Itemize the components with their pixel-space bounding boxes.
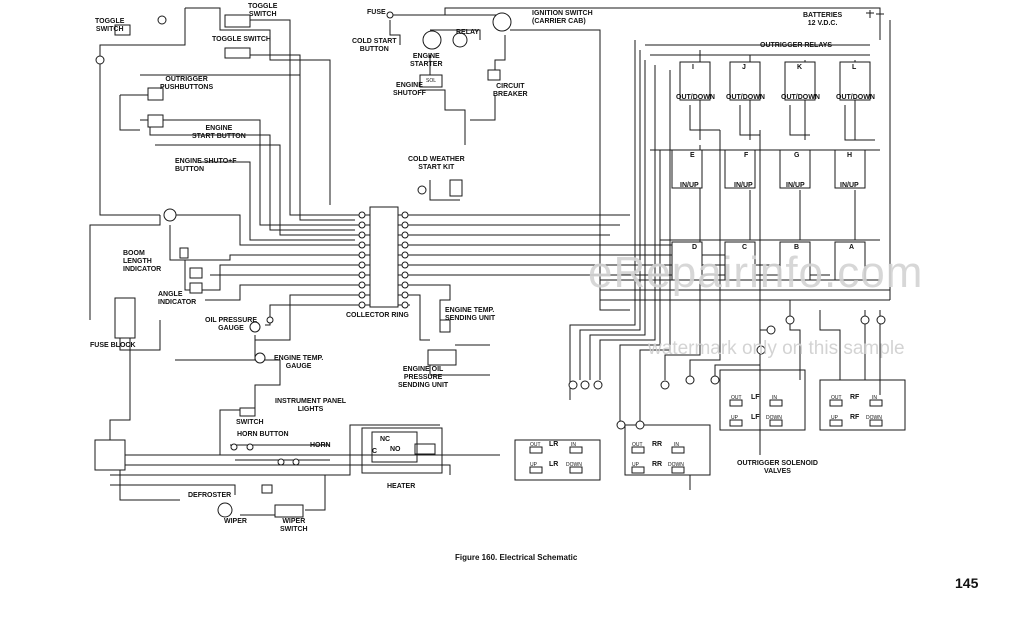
page-number: 145	[955, 575, 979, 591]
valve-lf-up: UP	[731, 415, 738, 421]
relay-h-letter: H	[847, 152, 853, 159]
valve-lf-down: DOWN	[766, 415, 782, 421]
left-panel-wiring	[89, 7, 500, 516]
relay-label: RELAY	[456, 29, 480, 36]
relay-boxes	[671, 61, 871, 281]
collector-ring-label: COLLECTOR RING	[346, 312, 409, 319]
relay-h-function: IN/UP	[840, 182, 859, 189]
sol-label: SOL	[426, 78, 437, 84]
valve-wiring	[514, 369, 906, 490]
valve-lf-out: OUT	[731, 395, 742, 401]
relay-f-function: IN/UP	[734, 182, 753, 189]
valve-lr-down: DOWN	[566, 462, 582, 468]
horn-button-label: HORN BUTTON	[237, 431, 289, 438]
valve-lr-name-1: LR	[549, 441, 559, 448]
fuse-label: FUSE	[367, 9, 386, 16]
valve-rr-up: UP	[632, 462, 639, 468]
oil-pressure-gauge-label: OIL PRESSURE GAUGE	[205, 317, 257, 332]
relay-k-letter: K	[797, 64, 803, 71]
toggle-switch-label-1: TOGGLE SWITCH	[95, 18, 125, 33]
defroster-label: DEFROSTER	[188, 492, 232, 499]
relay-c-letter: C	[742, 244, 748, 251]
outrigger-relays-label: OUTRIGGER RELAYS	[760, 42, 833, 49]
valve-lf-name-1: LF	[751, 394, 760, 401]
relay-l-letter: L	[852, 64, 857, 71]
heater-c-label: C	[372, 448, 378, 455]
valve-lf-in: IN	[772, 395, 777, 401]
relay-b-letter: B	[794, 244, 800, 251]
valve-lf-name-2: LF	[751, 414, 760, 421]
relay-f-letter: F	[744, 152, 749, 159]
valve-rf-up: UP	[831, 415, 838, 421]
relay-g-letter: G	[794, 152, 800, 159]
engine-shutoff-button-label: ENGINE SHUTO+F BUTTON	[175, 158, 237, 173]
heater-box	[361, 427, 443, 474]
valve-lr-in: IN	[571, 442, 576, 448]
relay-e-function: IN/UP	[680, 182, 699, 189]
instrument-panel-lights-label: INSTRUMENT PANEL LIGHTS	[275, 398, 347, 413]
ignition-switch-label: IGNITION SWITCH (CARRIER CAB)	[532, 10, 593, 25]
valve-lr-up: UP	[530, 462, 537, 468]
wiper-label: WIPER	[224, 518, 247, 525]
batteries-label: BATTERIES 12 V.D.C.	[803, 12, 843, 27]
wiper-switch-label: WIPER SWITCH	[280, 518, 308, 533]
watermark: eRepairinfo.com	[588, 248, 924, 297]
watermark-note: watermark only on this sample	[648, 338, 905, 359]
valve-rr-out: OUT	[632, 442, 643, 448]
relay-i-function: OUT/DOWN	[676, 94, 715, 101]
valve-rf-name-2: RF	[850, 414, 860, 421]
valve-rf-out: OUT	[831, 395, 842, 401]
relay-a-letter: A	[849, 244, 855, 251]
relay-e-letter: E	[690, 152, 695, 159]
angle-indicator-label: ANGLE INDICATOR	[158, 291, 197, 306]
switch-label: SWITCH	[236, 419, 264, 426]
boom-length-indicator-label: BOOM LENGTH INDICATOR	[123, 250, 162, 273]
circuit-breaker-label: CIRCUIT BREAKER	[493, 83, 528, 98]
toggle-switch-label-2: TOGGLE SWITCH	[248, 3, 278, 18]
valve-rf-name-1: RF	[850, 394, 860, 401]
relay-i-letter: I	[692, 64, 694, 71]
valve-rf-down: DOWN	[866, 415, 882, 421]
relay-l-function: OUT/DOWN	[836, 94, 875, 101]
relay-j-letter: J	[742, 64, 746, 71]
toggle-switch-label-3: TOGGLE SWITCH	[212, 36, 271, 43]
horn-label: HORN	[310, 442, 331, 449]
fuse-block-label: FUSE BLOCK	[90, 342, 136, 349]
engine-temp-gauge-label: ENGINE TEMP. GAUGE	[274, 355, 324, 370]
engine-oil-pressure-sending-unit-label: ENGINE OIL PRESSURE SENDING UNIT	[398, 366, 449, 389]
batteries-symbol	[866, 8, 891, 40]
valve-rr-name-2: RR	[652, 461, 663, 468]
relay-g-function: IN/UP	[786, 182, 805, 189]
outrigger-solenoid-valves-label: OUTRIGGER SOLENOID VALVES	[737, 460, 818, 475]
engine-start-button-label: ENGINE START BUTTON	[192, 125, 246, 140]
component-symbols	[94, 11, 512, 518]
terminals	[358, 211, 886, 430]
cold-weather-start-kit-label: COLD WEATHER START KIT	[408, 156, 465, 171]
valve-rr-down: DOWN	[668, 462, 684, 468]
relay-k-function: OUT/DOWN	[781, 94, 820, 101]
engine-starter-label: ENGINE STARTER	[410, 53, 443, 68]
valve-rf-in: IN	[872, 395, 877, 401]
valve-lr-out: OUT	[530, 442, 541, 448]
valve-rr-name-1: RR	[652, 441, 663, 448]
heater-label: HEATER	[387, 483, 416, 490]
outrigger-pushbuttons-label: OUTRIGGER PUSHBUTTONS	[160, 76, 214, 91]
relay-j-function: OUT/DOWN	[726, 94, 765, 101]
engine-temp-sending-unit-label: ENGINE TEMP. SENDING UNIT	[445, 307, 496, 322]
figure-caption: Figure 160. Electrical Schematic	[455, 553, 578, 562]
valve-rr-in: IN	[674, 442, 679, 448]
valve-lr-name-2: LR	[549, 461, 559, 468]
engine-shutoff-label: ENGINE SHUTOFF	[393, 82, 426, 97]
heater-nc-label: NC	[380, 436, 391, 443]
valve-coils	[529, 399, 883, 474]
cold-start-button-label: COLD START BUTTON	[352, 38, 397, 53]
relay-d-letter: D	[692, 244, 698, 251]
heater-no-label: NO	[390, 446, 401, 453]
